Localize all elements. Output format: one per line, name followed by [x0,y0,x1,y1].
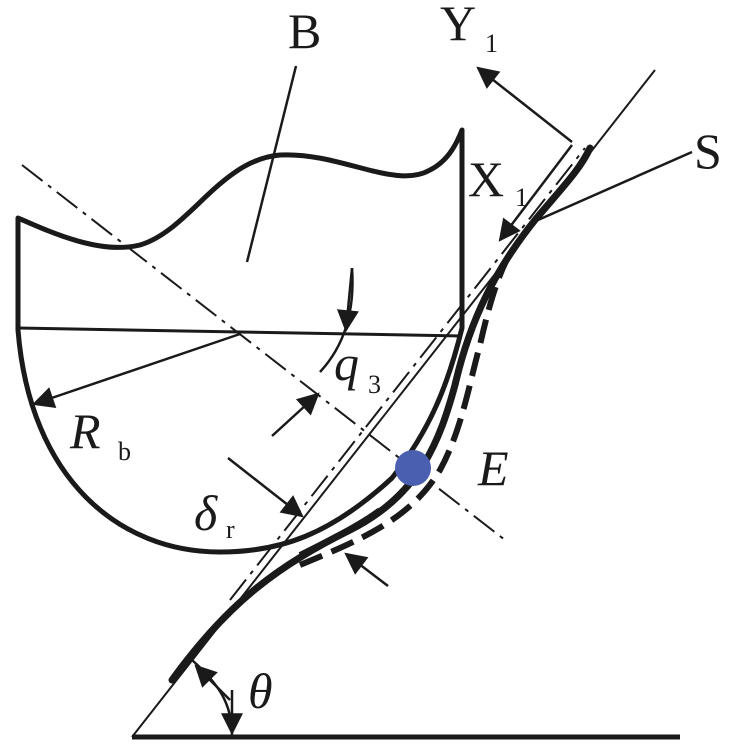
axis-X1-arrow [498,144,573,242]
leader-S [537,150,693,222]
label-Rb-sub: b [118,437,131,466]
label-q3-sub: 3 [368,370,381,399]
label-delta-r-sub: r [226,515,235,544]
q3-arrow-top [336,267,359,333]
profile-curve-inner [298,507,382,558]
theta-arrow-top [194,664,231,701]
delta-r-arrow-bottom [344,552,389,587]
delta-r-arrow-top [227,457,304,518]
offset-dashdot-line [229,147,586,601]
profile-curve-solid [168,144,594,684]
label-S: S [694,123,722,179]
label-delta-r: δ [194,485,218,541]
label-q3: q [334,335,359,391]
leader-B [245,65,298,263]
label-E: E [477,440,509,496]
q3-arrow-bottom [271,392,320,437]
label-Rb: R [69,403,101,459]
axis-Y1-arrow [476,66,573,143]
radius-Rb-arrow [31,332,241,409]
label-Y1-sub: 1 [485,29,498,58]
contact-point-E [395,450,431,486]
profile-curve-dashed [298,248,515,568]
label-X1: X [468,151,504,207]
label-theta: θ [248,663,273,719]
label-Y1: Y [440,0,476,51]
bucket-outline [15,127,465,555]
bucket-chord [17,326,463,338]
label-X1-sub: 1 [515,183,528,212]
label-B: B [288,3,321,59]
